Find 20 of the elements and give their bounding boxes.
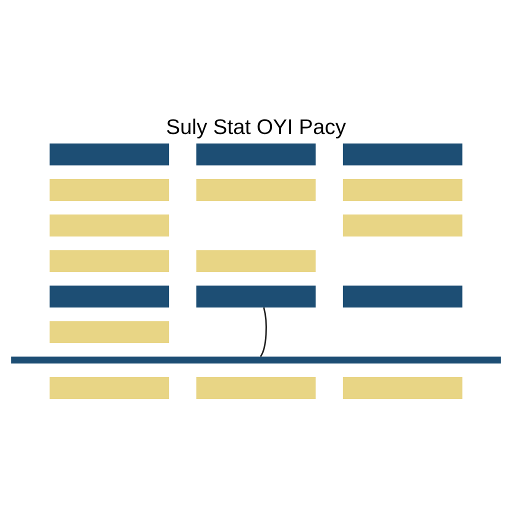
node-bar xyxy=(11,356,501,363)
node-box xyxy=(50,178,170,200)
node-box xyxy=(196,376,316,398)
node-box xyxy=(50,320,170,343)
node-box xyxy=(196,178,316,200)
node-box xyxy=(342,376,462,398)
node-box xyxy=(342,178,462,200)
node-box xyxy=(50,250,170,272)
node-box xyxy=(196,143,316,165)
diagram-title: Suly Stat OYI Pacy xyxy=(166,115,346,138)
node-box xyxy=(342,285,462,308)
node-box xyxy=(50,214,170,236)
node-box xyxy=(50,143,170,165)
node-box xyxy=(342,143,462,165)
node-box xyxy=(50,285,170,308)
node-box xyxy=(196,250,316,272)
node-box xyxy=(342,214,462,236)
connector xyxy=(260,306,267,356)
node-box xyxy=(196,285,316,308)
node-box xyxy=(50,376,170,398)
